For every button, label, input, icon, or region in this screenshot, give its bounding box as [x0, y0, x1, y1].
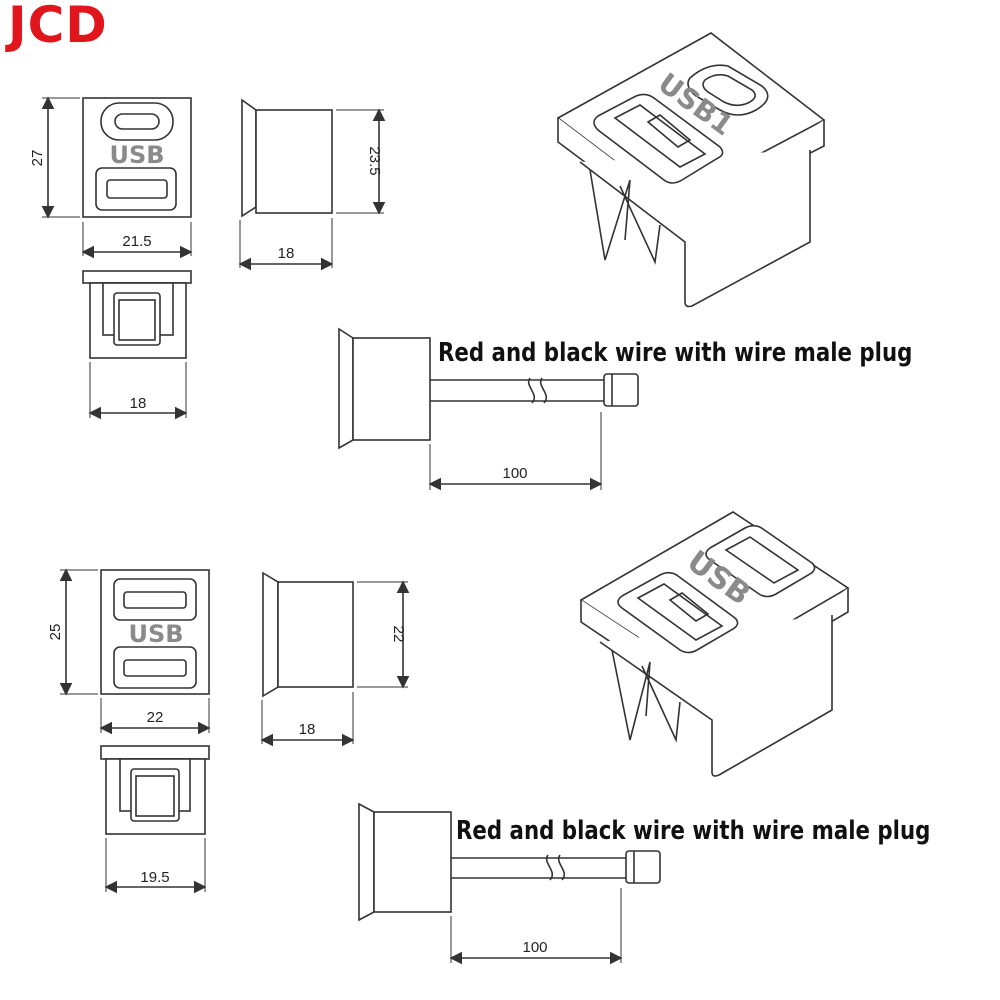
- bottom-front-view: [100, 569, 210, 695]
- bottom-height-dim: 25: [47, 624, 64, 641]
- top-isometric-view: [556, 32, 826, 308]
- top-wire-caption: Red and black wire with wire male plug: [438, 338, 913, 368]
- brand-logo: JCD: [8, 0, 108, 54]
- bottom-front-usb-label: USB: [128, 620, 183, 648]
- top-front-view: [82, 97, 192, 218]
- top-wire-view: [338, 327, 639, 450]
- bottom-wire-caption: Red and black wire with wire male plug: [456, 816, 931, 846]
- bottom-bottom-width-dim: 19.5: [140, 869, 169, 886]
- top-side-view: [241, 98, 333, 218]
- bottom-side-depth-dim: 18: [299, 721, 316, 738]
- top-width-dim: 21.5: [122, 233, 151, 250]
- top-front-usb-label: USB: [109, 141, 164, 169]
- top-wire-length-dim: 100: [502, 465, 527, 482]
- bottom-side-view: [262, 571, 354, 698]
- bottom-wire-view: [358, 802, 661, 922]
- top-bottom-view: [82, 270, 192, 359]
- top-side-height-dim: 23.5: [366, 146, 383, 175]
- bottom-width-dim: 22: [147, 709, 164, 726]
- top-height-dim: 27: [29, 150, 46, 167]
- bottom-wire-length-dim: 100: [522, 939, 547, 956]
- bottom-isometric-view: [579, 511, 850, 777]
- top-bottom-width-dim: 18: [130, 395, 147, 412]
- top-side-depth-dim: 18: [278, 245, 295, 262]
- bottom-side-height-dim: 22: [390, 626, 407, 643]
- bottom-bottom-view: [100, 745, 210, 835]
